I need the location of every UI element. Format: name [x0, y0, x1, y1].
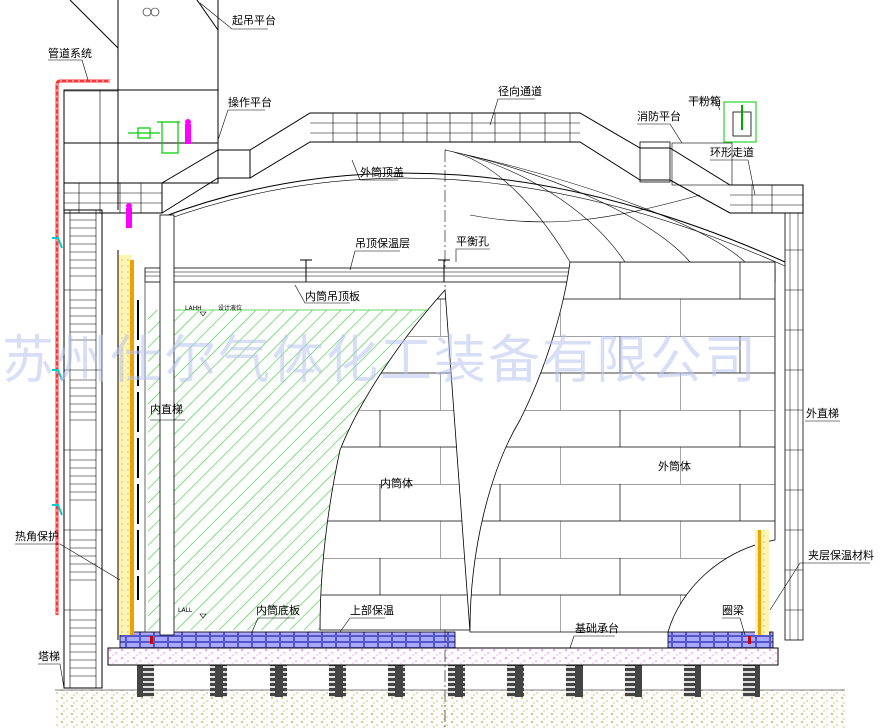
label-outer-roof: 外筒顶盖 [360, 165, 404, 179]
label-lifting-platform: 起吊平台 [232, 13, 276, 27]
label-lahh: LAHH [185, 305, 202, 312]
outer-ladder [784, 212, 804, 641]
label-thermal-corner: 热角保护 [15, 529, 59, 543]
label-operating-platform: 操作平台 [228, 95, 272, 109]
level-marker-icon [199, 311, 207, 619]
label-piping-system: 管道系统 [48, 46, 92, 60]
label-annular-insulation: 夹层保温材料 [808, 548, 874, 562]
dry-powder-box [723, 101, 757, 143]
label-design-level: 设计液位 [218, 304, 242, 312]
watermark: 苏州仕尔气体化工装备有限公司 [2, 331, 758, 391]
cyan-marker-icon [52, 237, 63, 516]
label-inner-deck: 内筒吊顶板 [305, 289, 360, 303]
label-inner-ladder: 内直梯 [150, 402, 183, 416]
label-lall: LALL [178, 607, 193, 614]
label-stair-tower: 塔梯 [38, 650, 60, 663]
leader-lines [15, 2, 870, 689]
inner-wall [117, 214, 769, 640]
label-foundation-cap: 基础承台 [575, 621, 619, 635]
label-outer-tank: 外筒体 [658, 459, 691, 473]
bottom-insulation [119, 631, 774, 649]
label-ring-beam: 圈梁 [722, 603, 744, 617]
person-icon [126, 119, 191, 228]
label-inner-bottom: 内筒底板 [256, 603, 300, 617]
dome-mesh [444, 149, 746, 263]
foundation-cap [107, 647, 779, 666]
stair-tower [63, 209, 103, 689]
label-outer-ladder: 外直梯 [806, 406, 839, 420]
label-inner-tank: 内筒体 [380, 476, 413, 490]
outer-roof [159, 172, 786, 263]
label-fire-platform: 消防平台 [637, 109, 681, 123]
label-dry-powder-box: 干粉箱 [688, 94, 721, 108]
piles [137, 665, 760, 697]
label-deck-insulation: 吊顶保温层 [355, 236, 410, 250]
label-balance-hole: 平衡孔 [456, 235, 489, 248]
lifting-platform-frame [63, 0, 219, 214]
label-radial-walkway: 径向通道 [498, 84, 542, 98]
labels: 起吊平台 管道系统 操作平台 外筒顶盖 吊顶保温层 内筒吊顶板 LAHH 设计液… [15, 13, 874, 663]
equipment-icon [128, 121, 180, 154]
hoist-icon [142, 7, 152, 17]
shell-cutaway [319, 261, 776, 633]
label-ring-walkway: 环形走道 [710, 145, 754, 159]
roof-walkway [161, 112, 804, 214]
label-upper-insulation: 上部保温 [350, 603, 394, 617]
